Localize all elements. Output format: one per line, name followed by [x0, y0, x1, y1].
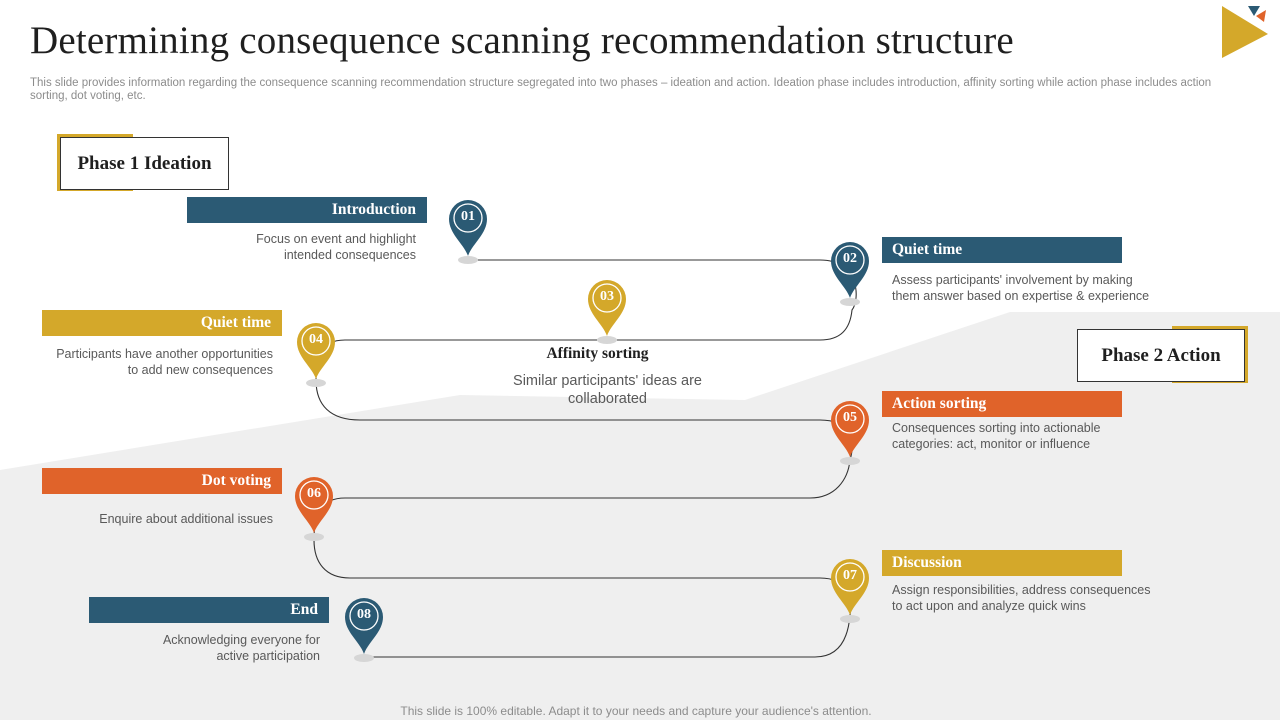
step8-pin-icon: 08	[342, 596, 386, 662]
brand-logo-icon	[1222, 6, 1268, 58]
step8-title-bar: End	[89, 597, 329, 623]
step7-pin-icon: 07	[828, 557, 872, 623]
step3-title: Affinity sorting	[546, 345, 649, 362]
step4-title-bar: Quiet time	[42, 310, 282, 336]
footer-note: This slide is 100% editable. Adapt it to…	[400, 704, 872, 718]
step5-title-bar: Action sorting	[882, 391, 1122, 417]
phase2-label: Phase 2 Action	[1077, 329, 1245, 382]
step4-pin-icon: 04	[294, 321, 338, 387]
step1-pin-icon: 01	[446, 198, 490, 264]
step5-pin-icon: 05	[828, 399, 872, 465]
phase1-label: Phase 1 Ideation	[60, 137, 229, 190]
page-subtitle: This slide provides information regardin…	[30, 77, 1212, 102]
step3-pin-icon: 03	[585, 278, 629, 344]
step6-description: Enquire about additional issues	[99, 512, 273, 526]
step6-pin-icon: 06	[292, 475, 336, 541]
step2-description: Assess participants' involvement by maki…	[892, 273, 1150, 303]
step7-description: Assign responsibilities, address consequ…	[892, 583, 1151, 613]
step7-title-bar: Discussion	[882, 550, 1122, 576]
step2-pin-icon: 02	[828, 240, 872, 306]
step1-title-bar: Introduction	[187, 197, 427, 223]
step2-title-bar: Quiet time	[882, 237, 1122, 263]
page-title: Determining consequence scanning recomme…	[30, 19, 1014, 62]
step6-title-bar: Dot voting	[42, 468, 282, 494]
